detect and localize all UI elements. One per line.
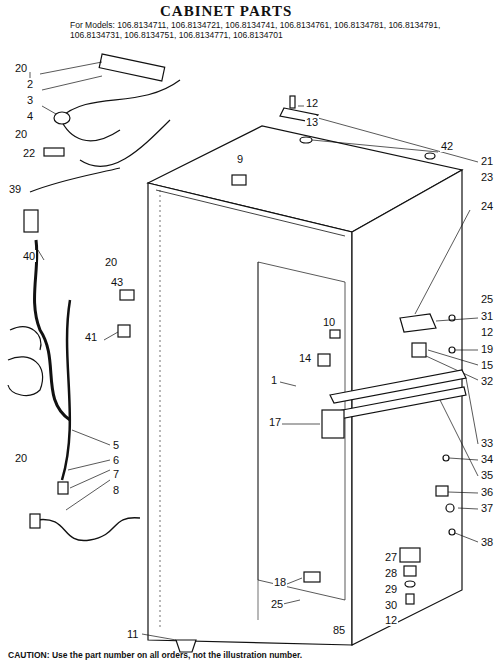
callout-number: 40 <box>22 250 36 262</box>
reference-code: 85 <box>332 624 346 636</box>
callout-number: 20 <box>104 256 118 268</box>
callout-number: 25 <box>480 293 494 305</box>
callout-number: 4 <box>26 110 34 122</box>
callout-number: 20 <box>14 62 28 74</box>
callout-number: 19 <box>480 343 494 355</box>
callout-number: 23 <box>480 171 494 183</box>
callout-number: 38 <box>480 536 494 548</box>
callout-number: 12 <box>480 326 494 338</box>
cabinet-side <box>148 183 352 645</box>
callout-number: 18 <box>273 576 287 588</box>
callout-number: 36 <box>480 486 494 498</box>
bottom-hinge <box>400 548 420 562</box>
callout-number: 12 <box>384 614 398 626</box>
model-list: For Models: 106.8134711, 106.8134721, 10… <box>70 20 480 40</box>
callout-number: 43 <box>110 276 124 288</box>
callout-number: 41 <box>84 331 98 343</box>
caption: CAUTION: Use the part number on all orde… <box>8 650 302 660</box>
callout-number: 8 <box>112 484 120 496</box>
callout-number: 10 <box>322 316 336 328</box>
callout-number: 30 <box>384 599 398 611</box>
callout-number: 20 <box>14 128 28 140</box>
callout-number: 2 <box>26 78 34 90</box>
callout-number: 6 <box>112 454 120 466</box>
center-hinge <box>400 314 436 332</box>
callout-number: 39 <box>8 183 22 195</box>
callout-number: 5 <box>112 439 120 451</box>
callout-number: 33 <box>480 437 494 449</box>
callout-number: 21 <box>480 155 494 167</box>
callout-number: 9 <box>236 153 244 165</box>
callout-number: 27 <box>384 551 398 563</box>
callout-number: 29 <box>384 583 398 595</box>
callout-number: 3 <box>26 94 34 106</box>
callout-number: 24 <box>480 200 494 212</box>
callout-number: 17 <box>268 416 282 428</box>
plug <box>232 175 246 185</box>
callout-number: 42 <box>440 140 454 152</box>
callout-number: 7 <box>112 468 120 480</box>
callout-number: 25 <box>270 598 284 610</box>
cover <box>99 54 165 81</box>
wire-harness <box>60 80 180 166</box>
title: CABINET PARTS <box>160 3 292 20</box>
callout-number: 1 <box>270 374 278 386</box>
callout-number: 20 <box>14 452 28 464</box>
callout-number: 35 <box>480 469 494 481</box>
callout-number: 14 <box>298 352 312 364</box>
callout-number: 15 <box>480 359 494 371</box>
callout-number: 28 <box>384 567 398 579</box>
drain-tube <box>35 240 70 420</box>
callout-number: 11 <box>126 628 139 640</box>
callout-number: 22 <box>22 147 36 159</box>
callout-number: 34 <box>480 453 494 465</box>
callout-number: 12 <box>305 97 319 109</box>
power-cord <box>36 518 140 541</box>
callout-number: 32 <box>480 375 494 387</box>
callout-number: 37 <box>480 502 494 514</box>
callout-number: 13 <box>305 116 319 128</box>
callout-number: 31 <box>480 310 494 322</box>
